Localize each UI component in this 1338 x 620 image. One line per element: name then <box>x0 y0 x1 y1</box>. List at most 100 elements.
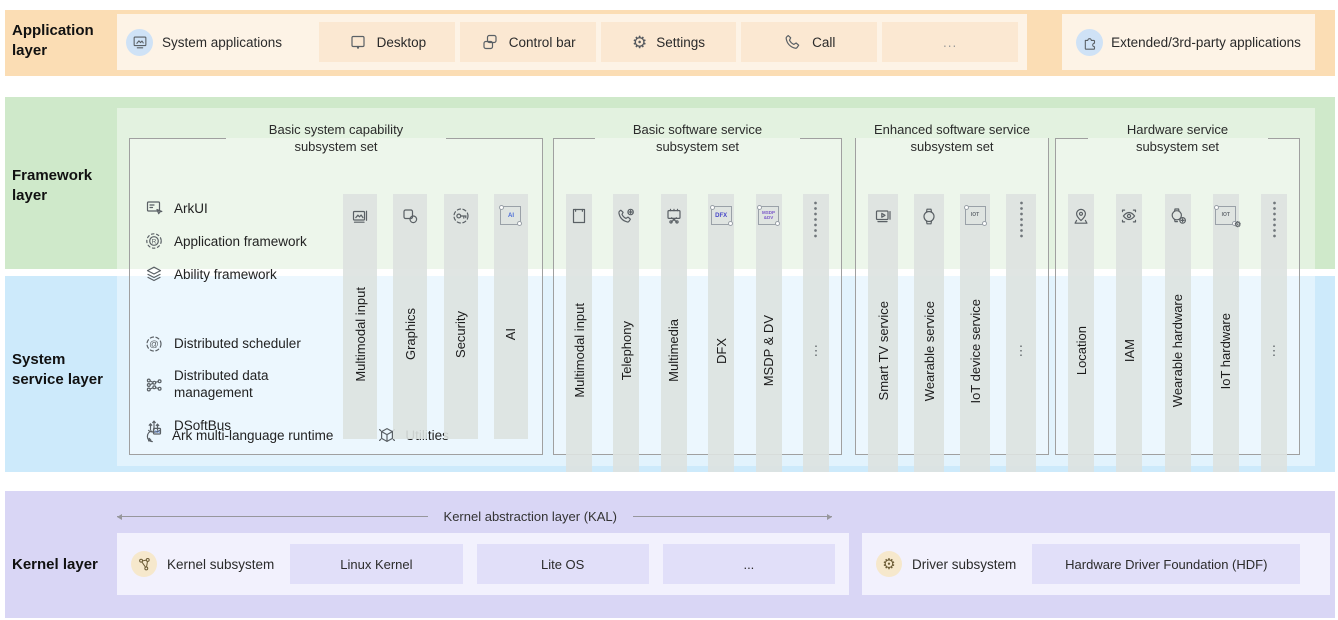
gear-icon: ⚙ <box>632 34 647 51</box>
application-layer-label: Application layer <box>12 21 114 61</box>
kernel-item-linux-kernel: Linux Kernel <box>290 544 462 584</box>
app-item-call: Call <box>741 22 877 62</box>
subsystem-column-more: ⋮ <box>803 194 829 472</box>
app-item-label: Desktop <box>377 35 427 50</box>
layers-icon <box>144 264 164 284</box>
distributed-scheduler-label: Distributed scheduler <box>174 336 301 351</box>
engine-gear-icon: ⚙ <box>882 557 895 572</box>
badge-gear-icon: IOT⚙ <box>1215 206 1236 225</box>
list-item-ability-framework: Ability framework <box>144 258 344 291</box>
column-label-wrap: Multimodal input <box>353 230 368 439</box>
subsystem-column-multimedia: Multimedia <box>661 194 687 472</box>
media-icon <box>664 206 684 226</box>
ark-multi-language-runtime-label: Ark multi-language runtime <box>172 428 333 443</box>
media-icon-holder <box>664 202 684 230</box>
subsystem-column-wearable-hardware: Wearable hardware <box>1165 194 1191 472</box>
column-label-wrap: MSDP & DV <box>761 230 776 472</box>
monitor-photo-icon <box>131 33 149 51</box>
column-label-wrap: ⋮ <box>809 230 822 472</box>
ellipsis-icon: ⋮ <box>809 343 822 359</box>
watch-gear-icon-holder <box>1168 202 1188 230</box>
column-label-wrap: IAM <box>1122 230 1137 472</box>
set-title: Basic system capability subsystem set <box>226 122 446 156</box>
app-item-label: System applications <box>162 35 282 50</box>
column-label: Wearable hardware <box>1170 294 1185 407</box>
app-item-system-applications: System applications <box>126 29 314 56</box>
driver-subsystem-label: Driver subsystem <box>912 557 1016 572</box>
subsystem-column-multimodal-input: Multimodal input <box>566 194 592 472</box>
subsystem-column-iot-hardware: IOT⚙ IoT hardware <box>1213 194 1239 472</box>
column-label: Wearable service <box>922 301 937 401</box>
list-item-distributed-scheduler: @ Distributed scheduler <box>144 326 344 362</box>
engine-gear-icon: ⚙ <box>876 551 902 577</box>
data-network-icon <box>144 375 164 395</box>
kernel-abstraction-layer: Kernel abstraction layer (KAL) <box>117 509 832 524</box>
subsystem-column-security: Security <box>444 194 478 439</box>
ability-framework-label: Ability framework <box>174 267 277 282</box>
key-icon-holder <box>451 202 471 230</box>
column-label: IAM <box>1122 339 1137 362</box>
ellipsis-icon: ⋮ <box>1015 343 1028 359</box>
desktop-icon <box>348 32 368 52</box>
watch-gear-icon <box>1168 206 1188 226</box>
branch-icon <box>131 551 157 577</box>
extended-apps-label: Extended/3rd-party applications <box>1111 35 1301 50</box>
tv-icon-holder <box>873 202 893 230</box>
photos-icon <box>350 206 370 226</box>
pin-icon-holder <box>1071 202 1091 230</box>
framework-layer-label: Framework layer <box>12 166 114 206</box>
kernel-item-lite-os: Lite OS <box>477 544 649 584</box>
application-items-container: System applicationsDesktopControl bar⚙Se… <box>117 14 1027 70</box>
application-framework-label: Application framework <box>174 234 307 249</box>
set-title: Basic software service subsystem set <box>595 122 800 156</box>
framework-and-system-item-list: ArkUIRApplication frameworkAbility frame… <box>144 192 344 444</box>
app-item-control-bar: Control bar <box>460 22 596 62</box>
column-label-wrap: Multimodal input <box>572 230 587 472</box>
puzzle-icon <box>1076 29 1103 56</box>
kernel-subsystem-box: Kernel subsystem Linux KernelLite OS... <box>117 533 849 595</box>
panels-icon <box>480 32 500 52</box>
basic-system-capability-subsystem-set: Basic system capability subsystem set Ar… <box>129 122 543 455</box>
badge-icon-holder: AI <box>500 202 521 230</box>
column-label-wrap: Security <box>453 230 468 439</box>
subsystem-column-graphics: Graphics <box>393 194 427 439</box>
shapes-icon-holder <box>400 202 420 230</box>
column-label: Multimodal input <box>353 287 368 382</box>
column-label-wrap: ⋮ <box>1015 230 1028 472</box>
subsystem-column-more: ⋮ <box>1006 194 1036 472</box>
svg-text:@: @ <box>149 339 159 350</box>
tv-icon <box>873 206 893 226</box>
kal-label: Kernel abstraction layer (KAL) <box>444 509 617 524</box>
key-icon <box>451 206 471 226</box>
phone-icon <box>783 32 803 52</box>
badge-icon: DFX <box>711 206 732 225</box>
column-label-wrap: Graphics <box>403 230 418 439</box>
column-label: Multimodal input <box>572 303 587 398</box>
puzzle-icon <box>1081 33 1099 51</box>
column-label-wrap: Wearable service <box>922 230 937 472</box>
subsystem-column-telephony: Telephony <box>613 194 639 472</box>
app-framework-icon: R <box>144 231 164 251</box>
subsystem-column-ai: AIAI <box>494 194 528 439</box>
subsystem-column-smart-tv-service: Smart TV service <box>868 194 898 472</box>
badge-icon: MSDP&DV <box>758 206 779 225</box>
ellipsis-icon: ⋮ <box>1268 343 1281 359</box>
subsystem-column-iam: IAM <box>1116 194 1142 472</box>
photos-icon-holder <box>350 202 370 230</box>
list-item-application-framework: R Application framework <box>144 225 344 258</box>
column-label-wrap: IoT device service <box>968 230 983 472</box>
kal-line-right <box>633 516 832 517</box>
column-label: Location <box>1074 326 1089 375</box>
phone-gear-icon-holder <box>616 202 636 230</box>
badge-icon-holder: MSDP&DV <box>758 202 779 230</box>
badge-icon-holder: IOT <box>965 202 986 230</box>
column-label-wrap: IoT hardware <box>1218 230 1233 472</box>
badge-icon: IOT <box>965 206 986 225</box>
app-item-label: Call <box>812 35 835 50</box>
column-label-wrap: Smart TV service <box>876 230 891 472</box>
vertical-dots-icon <box>1020 202 1023 230</box>
list-item-distributed-data-management: Distributed data management <box>144 362 344 408</box>
svg-text:R: R <box>152 239 157 246</box>
subsystem-column-more: ⋮ <box>1261 194 1287 472</box>
window-icon-holder <box>569 202 589 230</box>
